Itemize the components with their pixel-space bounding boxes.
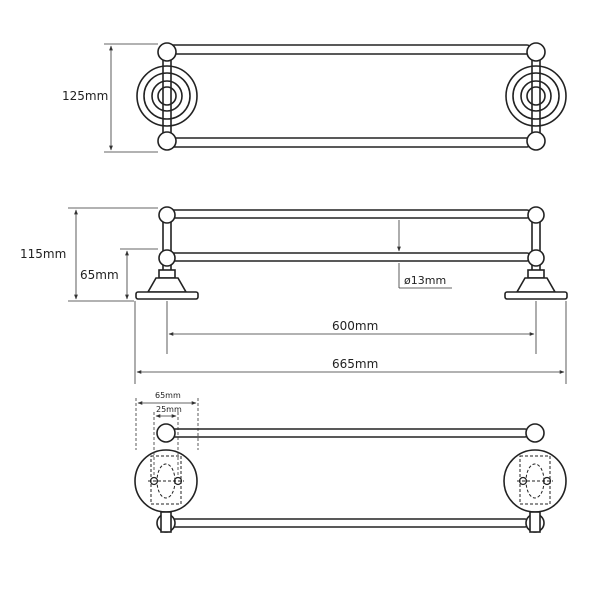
mount-width-label: 65mm <box>155 391 181 400</box>
top-right-mount <box>503 423 567 533</box>
side-view <box>135 206 568 300</box>
top-view <box>134 423 567 533</box>
side-lower-bar <box>169 252 531 262</box>
inner-length-label: 600mm <box>332 319 378 333</box>
side-right-post <box>504 206 568 300</box>
overall-length-label: 665mm <box>332 357 378 371</box>
side-left-post <box>135 206 199 300</box>
front-right-rosette <box>505 42 567 151</box>
side-dimensions <box>68 207 567 384</box>
side-total-height-label: 115mm <box>20 247 66 261</box>
front-height-label: 125mm <box>62 89 108 103</box>
top-left-mount <box>134 423 198 533</box>
side-upper-bar <box>169 209 531 219</box>
front-bottom-bar <box>167 137 531 148</box>
top-upper-bar <box>171 428 529 438</box>
tube-diameter-label: ø13mm <box>404 274 446 287</box>
front-top-bar <box>167 44 531 55</box>
hole-spacing-label: 25mm <box>156 405 182 414</box>
top-lower-bar <box>171 518 529 528</box>
front-left-rosette <box>136 42 198 151</box>
front-height-dimension <box>104 43 158 153</box>
top-dimensions <box>135 398 199 476</box>
front-view <box>136 42 567 151</box>
side-lower-height-label: 65mm <box>80 268 119 282</box>
